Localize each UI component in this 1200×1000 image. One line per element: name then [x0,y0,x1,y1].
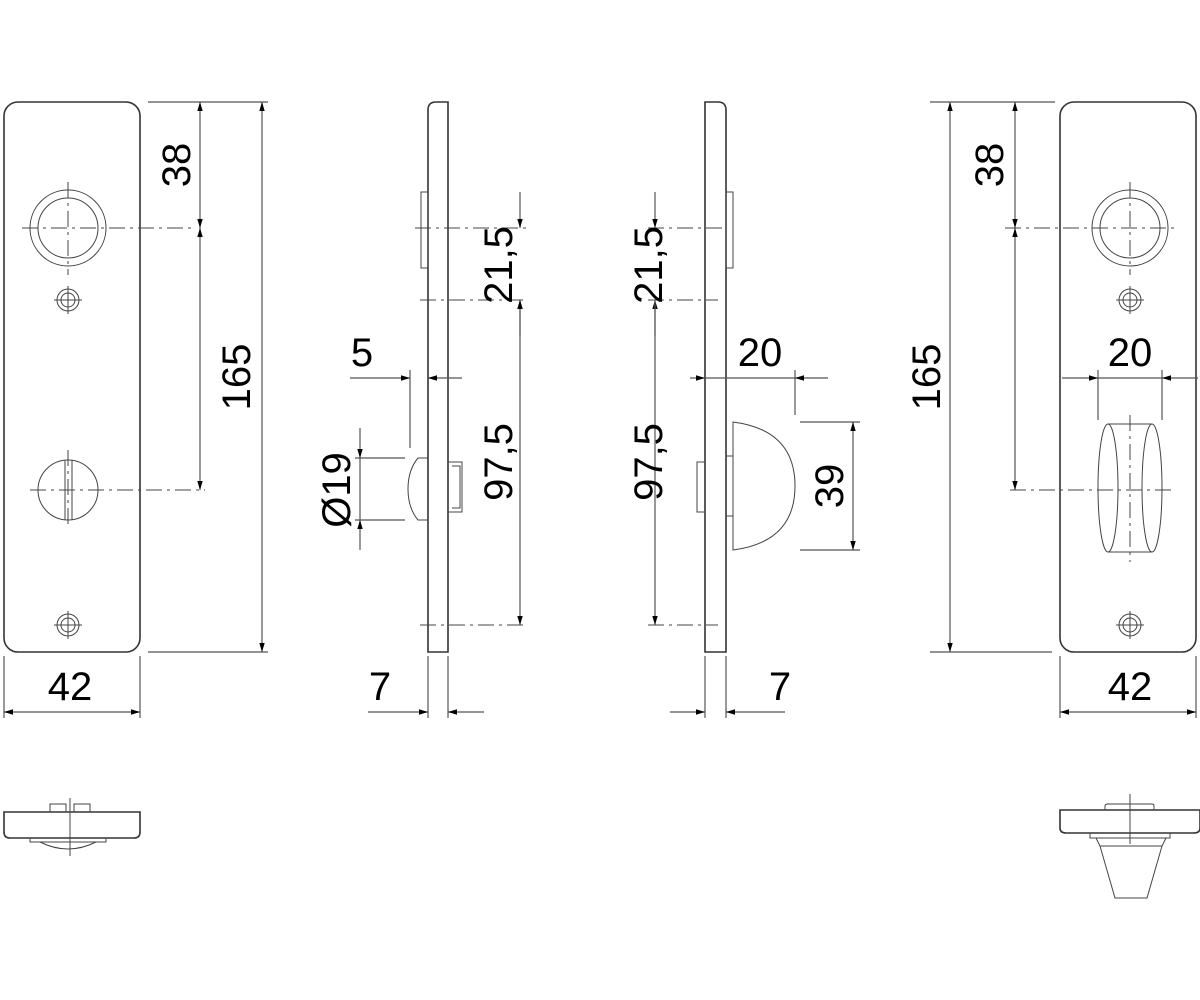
turn-knob-profile [732,421,796,551]
left-top-view [3,798,141,856]
left-side-view: 21,5 97,5 5 Ø19 7 [315,101,528,718]
escutcheon-plate-outline [1059,101,1197,653]
left-front-view: 38 165 42 [3,101,268,718]
turn-knob [1010,415,1172,562]
right-side-view: 21,5 97,5 20 39 7 [627,101,860,718]
dim-label-97-5: 97,5 [477,423,521,501]
dim-label-5: 5 [351,331,373,375]
dim-label-20: 20 [738,331,783,375]
dim-label-20: 20 [1108,331,1153,375]
dim-label-165: 165 [215,344,259,411]
dim-label-38: 38 [155,143,199,188]
dim-label-7: 7 [369,665,391,709]
right-top-view [1059,794,1200,899]
turn-spindle-hole [30,450,205,528]
screw-hole-bottom [54,611,82,639]
escutcheon-plate-outline [3,101,141,653]
dim-label-42: 42 [48,665,93,709]
dim-label-39: 39 [808,464,852,509]
screw-hole-top [1116,286,1144,314]
plate-side-profile [704,101,727,653]
dim-label-diameter-19: Ø19 [315,452,359,528]
dim-label-97-5: 97,5 [627,423,671,501]
right-front-view: 38 165 20 42 [905,101,1198,718]
turn-knob-profile [407,457,428,521]
dim-label-7: 7 [769,665,791,709]
screw-hole-bottom [1116,611,1144,639]
dim-label-21-5: 21,5 [477,226,521,304]
plate-side-profile [427,101,449,653]
rosette-stub [725,191,734,269]
rosette-stub [420,191,429,269]
dim-label-38: 38 [968,143,1012,188]
dim-label-21-5: 21,5 [627,226,671,304]
dim-label-165: 165 [905,344,949,411]
screw-hole-top [54,286,82,314]
dim-label-42: 42 [1108,665,1153,709]
rosette-hole [22,182,195,275]
rosette-hole [1005,182,1178,275]
